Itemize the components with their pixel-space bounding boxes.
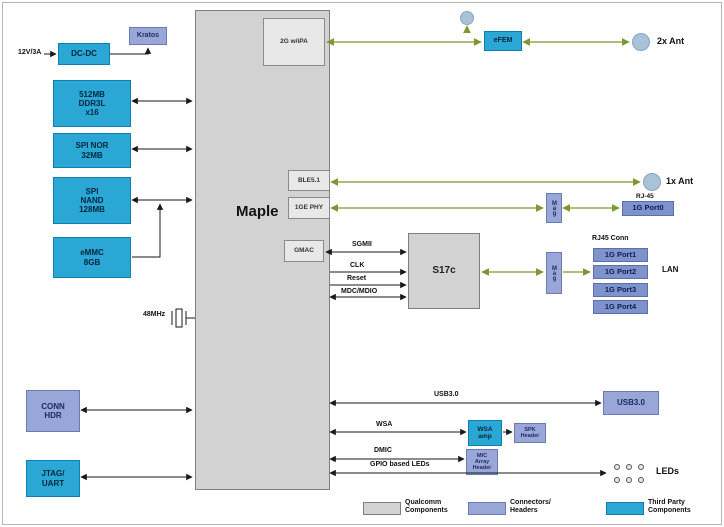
- legend-connectors-label: Connectors/ Headers: [510, 499, 551, 514]
- ddr-block: 512MB DDR3L x16: [53, 80, 131, 127]
- clk-wire-label: CLK: [350, 262, 365, 269]
- gpio-leds-wire-label: GPIO based LEDs: [370, 461, 430, 468]
- usb3-block: USB3.0: [603, 391, 659, 415]
- reset-wire-label: Reset: [347, 275, 367, 282]
- soc-1ge-phy-block: 1GE PHY: [288, 197, 330, 219]
- lan-label: LAN: [662, 265, 679, 274]
- port4-block: 1G Port4: [593, 300, 648, 314]
- s17c-switch-block: S17c: [408, 233, 480, 309]
- mdc-mdio-wire-label: MDC/MDIO: [341, 288, 378, 295]
- soc-gmac-block: GMAC: [284, 240, 324, 262]
- ant2-label: 2x Ant: [657, 36, 685, 46]
- antenna-2x-icon: [632, 33, 650, 51]
- conn-hdr-block: CONN HDR: [26, 390, 80, 432]
- sgmii-wire-label: SGMII: [352, 241, 372, 248]
- kratos-block: Kratos: [129, 27, 167, 45]
- dcdc-block: DC-DC: [58, 43, 110, 65]
- port1-block: 1G Port1: [593, 248, 648, 262]
- magnetics2-block: Mag: [546, 252, 562, 294]
- legend-third-party-label: Third Party Components: [648, 499, 691, 514]
- wsa-wire-label: WSA: [376, 421, 393, 428]
- spi-nand-block: SPI NAND 128MB: [53, 177, 131, 224]
- spi-nor-block: SPI NOR 32MB: [53, 133, 131, 168]
- efem-block: eFEM: [484, 31, 522, 51]
- magnetics1-block: Mag: [546, 193, 562, 223]
- usb-wire-label: USB3.0: [434, 391, 459, 398]
- port0-block: 1G Port0: [622, 201, 674, 216]
- antenna-1x-icon: [643, 173, 661, 191]
- emmc-block: eMMC 8GB: [53, 237, 131, 278]
- wsa-amp-block: WSA amp: [468, 420, 502, 446]
- mic-array-header-block: MIC Array Header: [466, 449, 498, 475]
- port2-block: 1G Port2: [593, 265, 648, 279]
- legend-third-party-swatch: [606, 502, 644, 515]
- soc-wifi-block: 2G w/iPA: [263, 18, 325, 66]
- ant1-label: 1x Ant: [666, 176, 694, 186]
- power-input-label: 12V/3A: [18, 49, 42, 56]
- jtag-uart-block: JTAG/ UART: [26, 460, 80, 497]
- spk-header-block: SPK Header: [514, 423, 546, 443]
- legend-connectors-swatch: [468, 502, 506, 515]
- legend-qualcomm-swatch: [363, 502, 401, 515]
- port3-block: 1G Port3: [593, 283, 648, 297]
- rj45-label: RJ-45: [636, 193, 654, 200]
- dmic-wire-label: DMIC: [374, 447, 392, 454]
- clock-label: 48MHz: [143, 311, 166, 318]
- antenna-icon: [460, 11, 474, 25]
- soc-ble-block: BLE5.1: [288, 170, 330, 191]
- leds-label: LEDs: [656, 466, 680, 476]
- legend-qualcomm-label: Qualcomm Components: [405, 499, 448, 514]
- rj45-conn-label: RJ45 Conn: [592, 235, 629, 242]
- soc-name: Maple: [236, 203, 279, 220]
